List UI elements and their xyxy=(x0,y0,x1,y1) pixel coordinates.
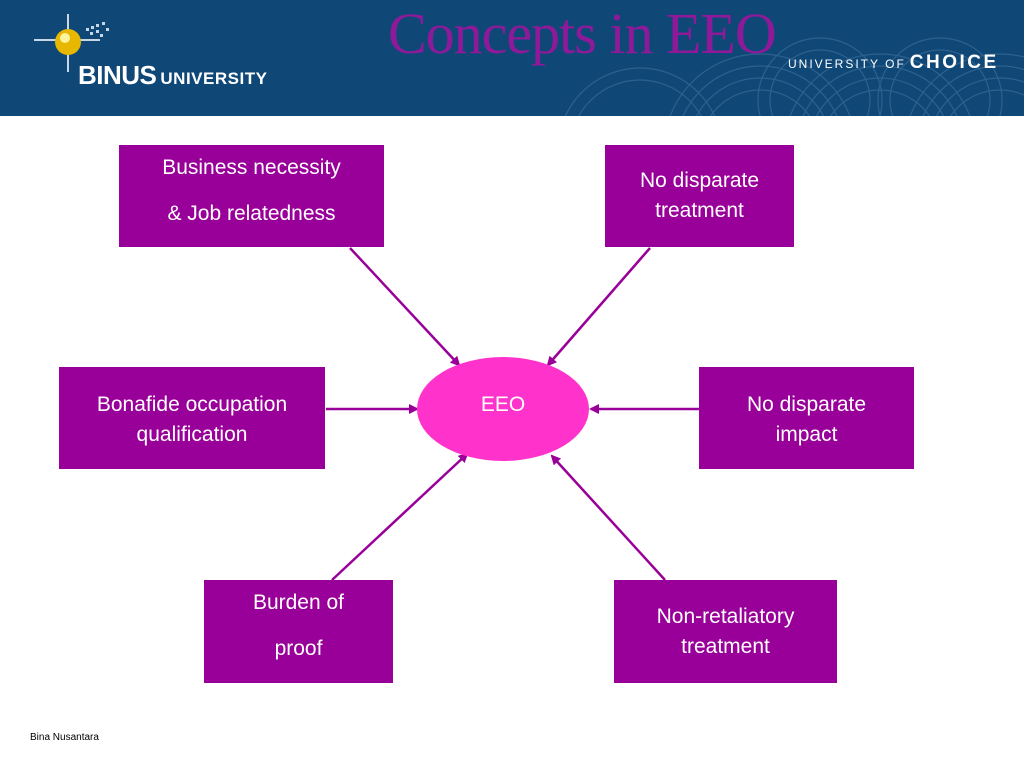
node-burden-of-proof-line2: proof xyxy=(274,637,323,660)
node-non-retaliatory-line2: treatment xyxy=(681,634,770,658)
node-business-necessity-line1: Business necessity xyxy=(162,156,341,179)
logo-sub-text: UNIVERSITY xyxy=(160,69,268,88)
node-bonafide-line2: qualification xyxy=(136,423,248,446)
tagline-small: UNIVERSITY OF xyxy=(788,57,906,71)
node-no-disparate-impact-line1: No disparate xyxy=(746,393,867,416)
slide-title: Concepts in EEO xyxy=(388,1,777,66)
node-business-necessity: Business necessity & Job relatedness xyxy=(119,145,384,247)
node-burden-of-proof: Burden of proof xyxy=(204,580,393,683)
node-bonafide-line1: Bonafide occupation xyxy=(96,393,288,416)
logo-main-text: BINUS xyxy=(78,60,157,90)
arrow-burden-of-proof xyxy=(331,452,469,581)
tagline-big: CHOICE xyxy=(909,52,999,73)
node-no-disparate-treatment-line1: No disparate xyxy=(639,169,760,192)
node-bonafide: Bonafide occupation qualification xyxy=(59,367,325,469)
node-no-disparate-treatment-line2: treatment xyxy=(655,199,744,222)
node-center-label: EEO xyxy=(480,393,526,416)
arrow-non-retaliatory xyxy=(550,454,666,581)
node-non-retaliatory-line1: Non-retaliatory xyxy=(656,604,795,628)
node-no-disparate-treatment: No disparate treatment xyxy=(605,145,794,247)
node-center-eeo: EEO xyxy=(417,357,589,461)
node-business-necessity-line2: & Job relatedness xyxy=(167,202,336,225)
arrow-business-necessity xyxy=(349,247,461,367)
binus-globe-logo-icon xyxy=(34,14,109,72)
node-no-disparate-impact: No disparate impact xyxy=(699,367,914,469)
arrow-no-disparate-treatment xyxy=(546,247,651,367)
decorative-arcs xyxy=(564,37,1024,116)
footer-text: Bina Nusantara xyxy=(30,732,99,743)
node-burden-of-proof-line1: Burden of xyxy=(252,591,345,614)
node-no-disparate-impact-line2: impact xyxy=(775,423,838,446)
node-non-retaliatory: Non-retaliatory treatment xyxy=(614,580,837,683)
